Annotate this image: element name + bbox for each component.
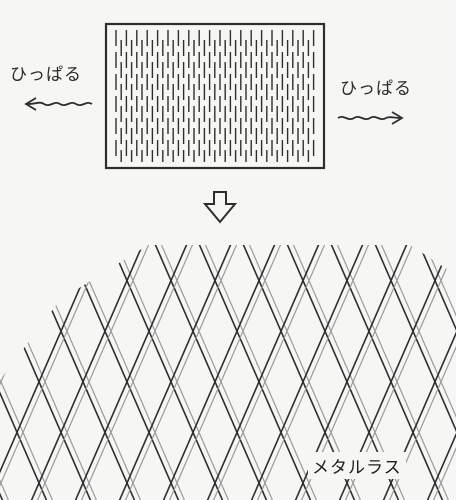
sheet-slits [115, 30, 315, 162]
mesh-strand [66, 245, 190, 500]
mesh-strand [104, 245, 228, 500]
pull-right-arrow [337, 111, 404, 125]
mesh-strand [32, 245, 156, 500]
diagram-caption: メタルラス [308, 452, 406, 479]
mesh-strand [114, 245, 238, 500]
mesh-strand [158, 245, 282, 500]
mesh-strand [0, 245, 52, 500]
mesh-strand [368, 245, 456, 500]
down-arrow-icon [202, 191, 238, 224]
mesh-strand [412, 245, 456, 500]
sheet-outline [104, 22, 326, 170]
mesh-strand [154, 245, 278, 500]
mesh-strand [252, 245, 376, 500]
mesh-strand [76, 245, 200, 500]
mesh-strand [192, 245, 316, 500]
pull-left-arrow [24, 97, 93, 111]
slit-sheet [104, 22, 326, 170]
mesh-strand [0, 245, 102, 500]
mesh-strand [324, 245, 448, 500]
mesh-strand [70, 245, 194, 500]
mesh-strand [246, 245, 370, 500]
mesh-strand [418, 245, 456, 500]
mesh-strand [148, 245, 272, 500]
mesh-strand [0, 245, 18, 500]
mesh-strand [198, 245, 322, 500]
mesh-strand [428, 245, 456, 500]
mesh-strand [120, 245, 244, 500]
mesh-strand [0, 245, 68, 500]
mesh-strand [208, 245, 332, 500]
mesh-strand [0, 245, 58, 500]
mesh-strand [110, 245, 234, 500]
mesh-strand [202, 245, 326, 500]
mesh-strand [0, 245, 96, 500]
pull-right-label: ひっぱる [340, 79, 412, 99]
pull-left-label: ひっぱる [10, 65, 82, 85]
mesh-strand [22, 245, 146, 500]
mesh-strand [26, 245, 150, 500]
mesh-strand [164, 245, 288, 500]
mesh-strand [330, 245, 454, 500]
mesh-strand [422, 245, 456, 500]
mesh-strand [374, 245, 456, 500]
